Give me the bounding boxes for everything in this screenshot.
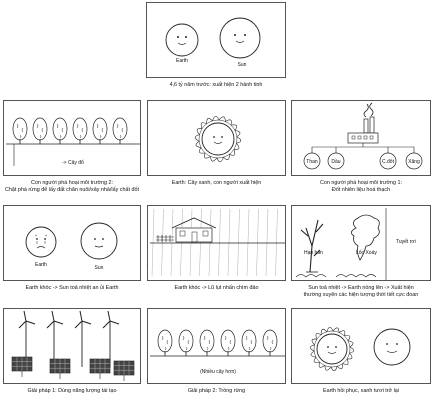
extreme-weather-illustration: Hạn hán Lốc Xoáy Tuyết rơi	[295, 208, 416, 280]
tree-icon	[112, 117, 128, 144]
caption-renewable: Giải pháp 1: Dùng năng lượng tái tạo	[27, 388, 117, 394]
caption-deforestation-2: Chặt phá rừng để lấy đất chăn nuôi/xây n…	[5, 187, 139, 193]
fuel-nodes: Than Dầu C.đốt Xăng	[303, 152, 423, 170]
tree-icon	[72, 117, 88, 144]
tree-icon	[178, 329, 194, 356]
reforestation-illustration: (Nhiều cây hơn)	[150, 329, 285, 375]
factory-icon	[347, 102, 379, 144]
renewable-illustration	[11, 310, 135, 381]
fuel-oil: Dầu	[331, 159, 340, 165]
sun-label: Sun	[238, 62, 247, 68]
wind-turbine-icons	[18, 310, 120, 367]
solar-panel-icon	[89, 358, 111, 379]
caption-flood: Earth khóc -> Lũ lụt nhấn chìm đảo	[174, 285, 259, 291]
earth-cries-illustration: Earth Sun	[25, 222, 118, 271]
tree-icon	[157, 329, 173, 356]
solar-panel-icon	[49, 358, 71, 379]
caption-origin: 4,6 tỷ năm trước: xuất hiện 2 hành tinh	[169, 82, 263, 88]
tree-icon	[52, 117, 68, 144]
tree-icon	[32, 117, 48, 144]
panel-extreme-weather: Hạn hán Lốc Xoáy Tuyết rơi	[291, 205, 431, 281]
wind-turbine-icon	[46, 310, 64, 367]
tornado-label: Lốc Xoáy	[356, 250, 377, 256]
fossil-fuels-illustration: Than Dầu C.đốt Xăng	[303, 102, 423, 170]
tornado-icon	[351, 214, 380, 261]
panel-reforestation: (Nhiều cây hơn)	[147, 308, 286, 384]
tree-icon	[262, 329, 278, 356]
tree-icon	[241, 329, 257, 356]
fuel-fuel: C.đốt	[382, 159, 395, 165]
caption-reforestation: Giải pháp 2: Trồng rừng	[187, 388, 246, 394]
fuel-gasoline: Xăng	[408, 159, 420, 165]
house-icon	[171, 217, 217, 243]
flood-illustration	[150, 208, 285, 277]
sun-face-icon	[80, 222, 118, 260]
origin-illustration: Earth Sun	[165, 17, 261, 68]
panel-origin: Earth Sun	[146, 2, 286, 78]
wind-turbine-icon	[102, 310, 120, 367]
panel-recovery	[291, 308, 431, 384]
caption-deforestation-1: Con người phá hoại môi trường 2:	[30, 180, 113, 186]
dead-tree-icon	[300, 219, 324, 273]
earth-label: Earth	[176, 58, 188, 64]
caption-fossil-1: Con người phá hoại môi trường 1:	[319, 180, 402, 186]
caption-extreme-2: thường xuyên các hiện tượng thời tiết cự…	[303, 292, 419, 298]
earth-face-icon	[373, 328, 411, 366]
tree-row	[12, 117, 128, 144]
more-trees-note: (Nhiều cây hơn)	[200, 369, 236, 375]
solar-panel-icon	[11, 356, 33, 377]
fuel-coal: Than	[306, 159, 318, 165]
tree-icon	[220, 329, 236, 356]
rain-lines	[151, 208, 278, 277]
recovery-illustration	[309, 326, 411, 372]
sun-flower-icon	[309, 326, 355, 372]
panel-earth-green	[147, 100, 286, 176]
panel-earth-cries: Earth Sun	[3, 205, 141, 281]
solar-panel-icon	[113, 360, 135, 381]
earth-face-icon	[165, 23, 199, 57]
fence-icon	[156, 235, 174, 242]
tree-fall-label: -> Cây đổ	[62, 159, 84, 166]
earth-green-illustration	[194, 115, 242, 163]
tree-icon	[12, 117, 28, 144]
tree-icon	[92, 117, 108, 144]
caption-fossil-2: Đốt nhiên liệu hoá thạch	[331, 187, 391, 193]
solar-panel-icons	[11, 356, 135, 381]
caption-earth-cries: Earth khóc -> Sun toả nhiệt an ủi Earth	[25, 285, 119, 291]
drought-label: Hạn hán	[304, 250, 323, 256]
panel-renewable	[3, 308, 141, 384]
caption-earth-green: Earth: Cây xanh, con người xuất hiện	[171, 180, 262, 186]
crying-earth-icon	[25, 226, 57, 258]
caption-recovery: Earth hồi phục, xanh tươi trở lại	[322, 388, 399, 394]
tree-icon	[199, 329, 215, 356]
deforestation-illustration: -> Cây đổ	[6, 117, 140, 166]
panel-fossil-fuels: Than Dầu C.đốt Xăng	[291, 100, 431, 176]
caption-extreme-1: Sun toả nhiệt -> Earth nóng lên -> Xuất …	[308, 285, 414, 291]
sun-face-icon	[219, 17, 261, 59]
wind-turbine-icon	[74, 310, 92, 367]
earth-label: Earth	[35, 262, 47, 268]
panel-flood	[147, 205, 286, 281]
sun-label: Sun	[95, 265, 104, 271]
snow-label: Tuyết rơi	[396, 239, 416, 245]
tree-row	[157, 329, 278, 356]
panel-deforestation: -> Cây đổ	[3, 100, 141, 176]
sun-flower-icon	[194, 115, 242, 163]
